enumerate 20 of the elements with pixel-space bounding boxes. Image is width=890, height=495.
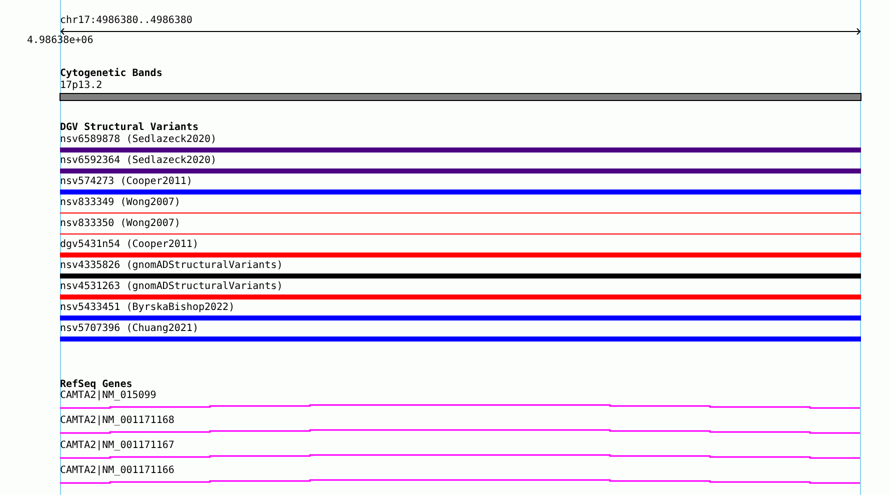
feature-name: nsv4531263 (gnomADStructuralVariants) bbox=[60, 281, 283, 293]
feature-name: nsv4335826 (gnomADStructuralVariants) bbox=[60, 260, 283, 272]
feature-name: nsv574273 (Cooper2011) bbox=[60, 176, 192, 188]
feature-name: nsv833349 (Wong2007) bbox=[60, 197, 180, 209]
track-heading: Cytogenetic Bands bbox=[60, 68, 162, 80]
feature-name: nsv6592364 (Sedlazeck2020) bbox=[60, 155, 217, 167]
coord-label: chr17:4986380..4986380 bbox=[60, 15, 192, 27]
feature-name: nsv5433451 (ByrskaBishop2022) bbox=[60, 302, 235, 314]
feature-name: nsv5707396 (Chuang2021) bbox=[60, 323, 198, 335]
gene-name: CAMTA2|NM_001171168 bbox=[60, 415, 174, 427]
track-heading: DGV Structural Variants bbox=[60, 122, 198, 134]
feature-name: nsv833350 (Wong2007) bbox=[60, 218, 180, 230]
band-name: 17p13.2 bbox=[60, 80, 102, 92]
gene-name: CAMTA2|NM_015099 bbox=[60, 390, 156, 402]
feature-name: nsv6589878 (Sedlazeck2020) bbox=[60, 134, 217, 146]
axis-label: 4.98638e+06 bbox=[27, 35, 94, 47]
gene-name: CAMTA2|NM_001171167 bbox=[60, 440, 174, 452]
gene-name: CAMTA2|NM_001171166 bbox=[60, 465, 174, 477]
track-heading: RefSeq Genes bbox=[60, 379, 132, 390]
feature-name: dgv5431n54 (Cooper2011) bbox=[60, 239, 198, 251]
